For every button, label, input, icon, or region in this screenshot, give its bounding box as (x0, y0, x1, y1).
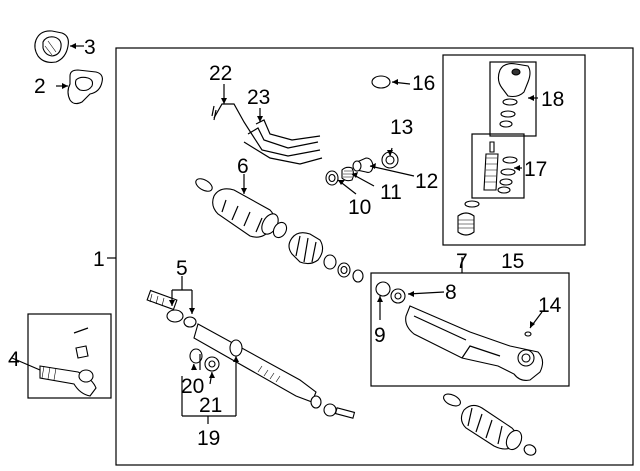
pinion-shaft-part (471, 133, 525, 199)
callout-8: 8 (445, 281, 457, 304)
callout-23: 23 (247, 86, 270, 109)
callout-6: 6 (237, 155, 249, 178)
callout-12: 12 (415, 170, 438, 193)
callout-1: 1 (93, 248, 105, 271)
lower-seal-part (457, 200, 480, 236)
callout-10: 10 (348, 196, 371, 219)
bushing-part (34, 30, 69, 63)
callout-13: 13 (390, 116, 413, 139)
arrowheads (62, 43, 535, 378)
callout-16: 16 (412, 72, 435, 95)
callout-14: 14 (538, 294, 562, 317)
valve-housing-frame (442, 54, 586, 246)
cap-part (371, 75, 391, 89)
outer-boot-part (443, 393, 537, 456)
callout-9: 9 (374, 324, 386, 347)
seal-set-part (325, 151, 399, 186)
outer-tie-rod-end-part (39, 327, 97, 397)
main-assembly-frame (115, 47, 634, 466)
clamp-bracket-part (67, 69, 103, 105)
callout-19: 19 (197, 427, 220, 450)
callout-18: 18 (541, 88, 564, 111)
callout-22: 22 (209, 62, 232, 85)
inner-tie-rod-part (146, 289, 197, 328)
callout-17: 17 (524, 158, 547, 181)
callout-15: 15 (501, 250, 524, 273)
callout-20: 20 (181, 375, 204, 398)
callout-3: 3 (84, 36, 96, 59)
pressure-lines-part (211, 103, 323, 165)
right-boot-part (288, 232, 364, 283)
callout-4: 4 (8, 348, 20, 371)
dust-boot-part (195, 178, 288, 239)
callout-11: 11 (380, 181, 402, 204)
callout-2: 2 (34, 75, 46, 98)
rack-housing-frame (370, 272, 570, 387)
callout-21: 21 (199, 394, 222, 417)
control-valve-part (489, 61, 537, 137)
callout-7: 7 (456, 250, 468, 273)
steering-gear-housing-part (375, 281, 544, 381)
rack-shaft-part (189, 323, 356, 419)
tie-rod-end-frame (27, 313, 112, 399)
callout-5: 5 (176, 257, 188, 280)
